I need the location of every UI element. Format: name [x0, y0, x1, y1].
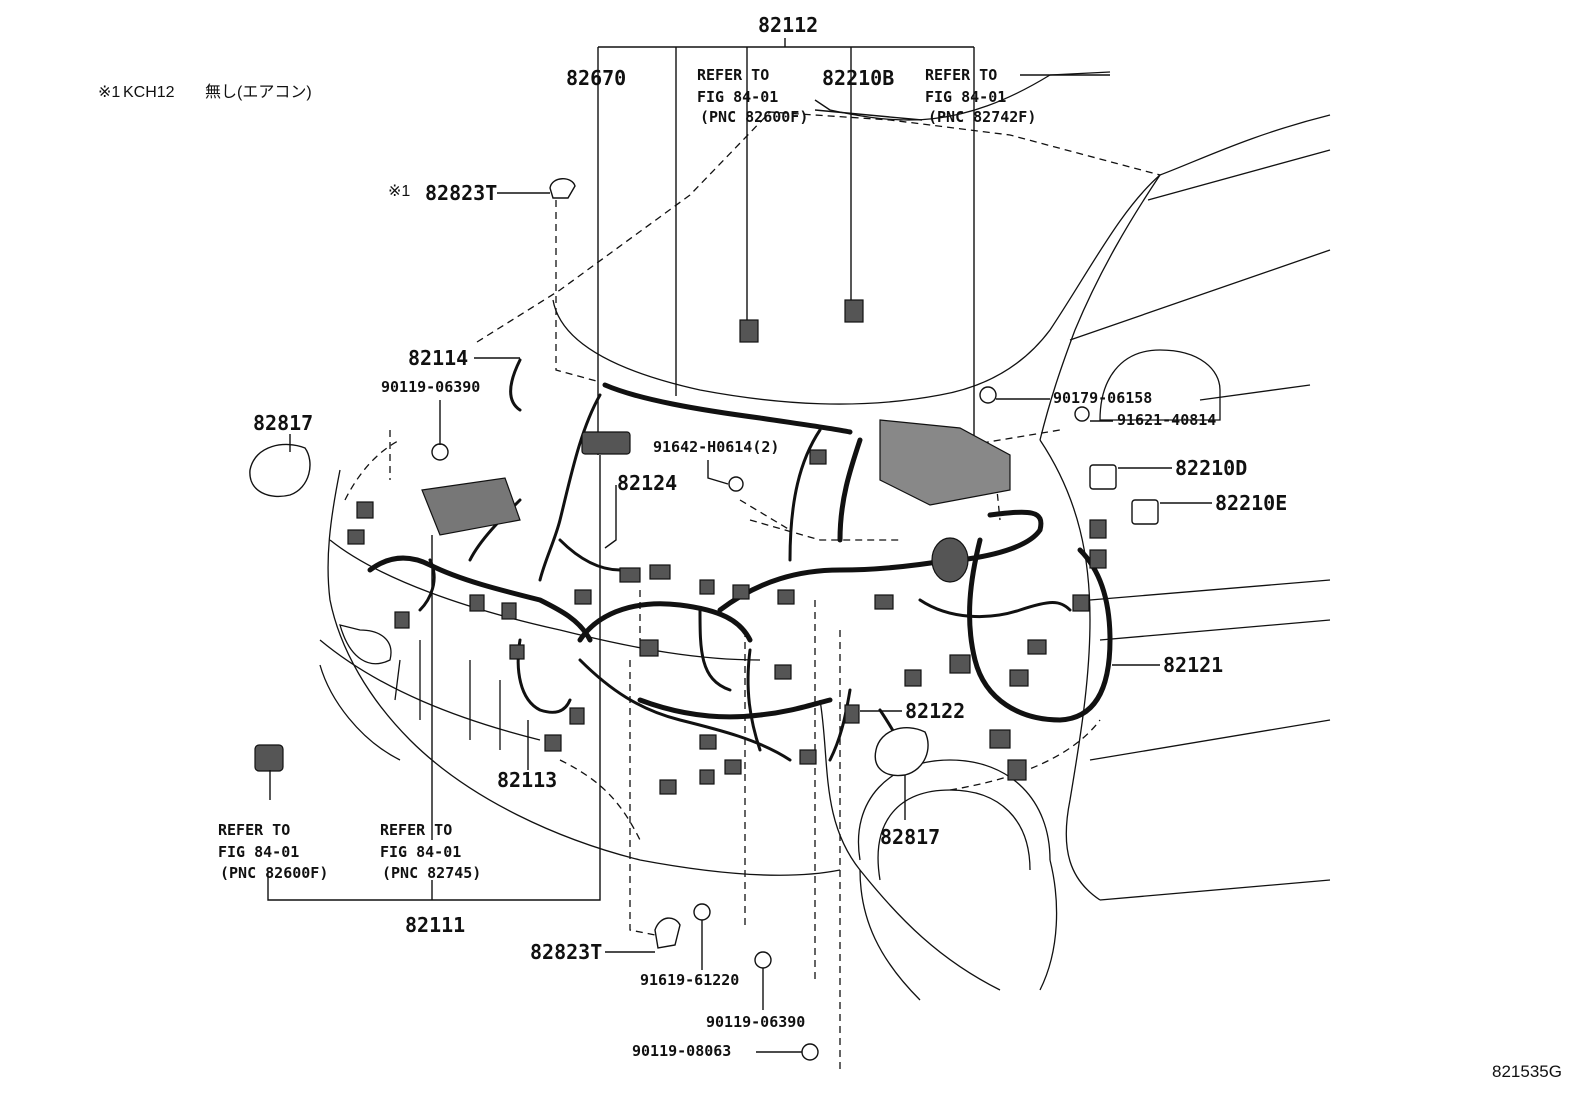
note-symbol: ※1: [98, 84, 121, 101]
label-90119-08063: 90119-08063: [632, 1042, 732, 1060]
refer-ll-line1: REFER TO: [218, 821, 291, 839]
refer-lm-line3: (PNC 82745): [382, 864, 482, 882]
bracket-82112: [597, 38, 975, 455]
refer-ul-line3: (PNC 82600F): [700, 108, 809, 126]
label-82121: 82121: [1163, 653, 1224, 677]
relay-block-82670-shape: [581, 431, 631, 455]
illustration-id: 821535G: [1492, 1062, 1562, 1081]
bolt-90179-shape: [979, 386, 997, 404]
label-82817-left: 82817: [253, 411, 314, 435]
refer-ur-line2: FIG 84-01: [925, 88, 1007, 106]
bracket-82817-left-shape: [249, 443, 311, 498]
nut-91642-shape: [728, 476, 744, 492]
leader-lines: [267, 74, 1212, 1053]
label-91621-40814: 91621-40814: [1117, 411, 1217, 429]
body-outline: [319, 249, 1331, 1001]
label-82111: 82111: [405, 913, 466, 937]
refer-lm-line2: FIG 84-01: [380, 843, 462, 861]
bolt-91621-shape: [1074, 406, 1090, 422]
label-82823t-top-prefix: ※1: [388, 183, 411, 200]
label-91619-61220: 91619-61220: [640, 971, 740, 989]
label-82114: 82114: [408, 346, 469, 370]
connector-82210d-shape: [1089, 464, 1117, 490]
connector-upper-left: [739, 319, 759, 343]
refer-ll-line3: (PNC 82600F): [220, 864, 329, 882]
label-91642: 91642-H0614(2): [653, 438, 780, 456]
label-90119-06390-bottom: 90119-06390: [706, 1013, 806, 1031]
components: [249, 178, 1159, 1061]
relay-lower-left-shape: [254, 744, 284, 772]
refer-ul-line2: FIG 84-01: [697, 88, 779, 106]
label-82124: 82124: [617, 471, 678, 495]
label-82210b: 82210B: [822, 66, 895, 90]
connector-82210b-shape: [844, 299, 864, 323]
label-82823t-bottom: 82823T: [530, 940, 603, 964]
refer-lm-line1: REFER TO: [380, 821, 453, 839]
note-text: 無し(エアコン): [205, 84, 312, 101]
refer-ll-line2: FIG 84-01: [218, 843, 300, 861]
label-90179-06158: 90179-06158: [1053, 389, 1153, 407]
refer-ur-line1: REFER TO: [925, 66, 998, 84]
label-82112: 82112: [758, 13, 819, 37]
ecu-shape: [879, 419, 1011, 506]
label-82113: 82113: [497, 768, 558, 792]
clamp-82823t-top-shape: [549, 178, 576, 199]
harness-wires: [367, 358, 1113, 772]
label-82817-right: 82817: [880, 825, 941, 849]
fuse-box-shape: [421, 477, 521, 536]
connector-82210e-shape: [1131, 499, 1159, 525]
grommet-shape: [931, 537, 969, 583]
label-82122: 82122: [905, 699, 966, 723]
label-82210e: 82210E: [1215, 491, 1288, 515]
label-82210d: 82210D: [1175, 456, 1248, 480]
label-90119-06390-left: 90119-06390: [381, 378, 481, 396]
refer-ur-line3: (PNC 82742F): [928, 108, 1037, 126]
note-model: KCH12: [123, 84, 175, 101]
label-82823t-top: 82823T: [425, 181, 498, 205]
bracket-82817-right-shape: [874, 727, 929, 777]
hood-outline: [476, 71, 1331, 441]
label-82670: 82670: [566, 66, 627, 90]
clamp-82823t-bottom-shape: [654, 917, 681, 949]
refer-ul-line1: REFER TO: [697, 66, 770, 84]
